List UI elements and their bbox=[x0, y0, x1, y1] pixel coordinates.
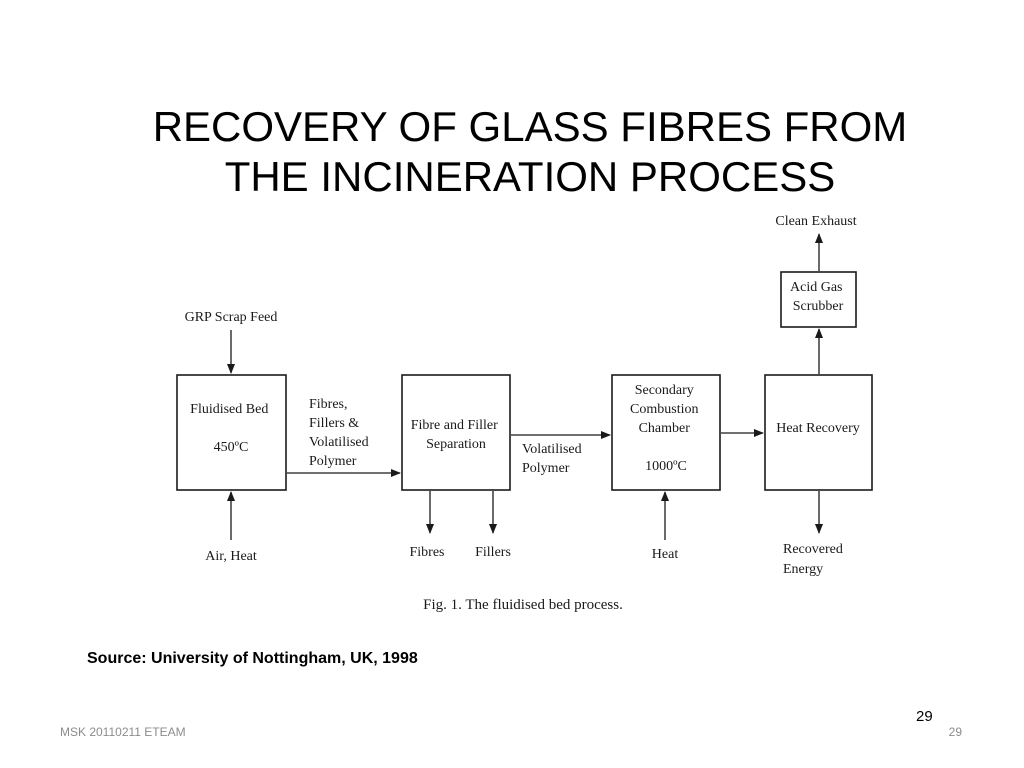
slide-number: 29 bbox=[916, 708, 933, 725]
heat-recovery-box bbox=[764, 374, 873, 491]
footer-page-number: 29 bbox=[948, 725, 962, 739]
title-line-2: THE INCINERATION PROCESS bbox=[224, 153, 836, 201]
acid-gas-scrubber-label: Acid Gas Scrubber bbox=[790, 280, 846, 314]
source-citation: Source: University of Nottingham, UK, 19… bbox=[87, 650, 418, 667]
fluidised-bed-box bbox=[176, 374, 287, 491]
figure-caption: Fig. 1. The fluidised bed process. bbox=[423, 597, 623, 613]
fluidised-bed-label: Fluidised Bed 450ºC bbox=[190, 402, 272, 455]
separation-box bbox=[401, 374, 511, 491]
combustion-chamber-box bbox=[611, 374, 721, 491]
acid-gas-scrubber-box bbox=[780, 271, 857, 328]
fibres-label: Fibres bbox=[410, 545, 445, 560]
scrap-feed-label: GRP Scrap Feed bbox=[185, 310, 278, 325]
title-line-1: RECOVERY OF GLASS FIBRES FROM bbox=[152, 103, 908, 151]
bed-output-label: Fibres, Fillers & Volatilised Polymer bbox=[309, 397, 372, 469]
heat-label: Heat bbox=[652, 547, 679, 562]
recovered-energy-label: Recovered Energy bbox=[783, 542, 846, 577]
combustion-chamber-label: Secondary Combustion Chamber 1000ºC bbox=[630, 383, 702, 474]
heat-recovery-label: Heat Recovery bbox=[776, 421, 860, 436]
air-heat-label: Air, Heat bbox=[205, 549, 257, 564]
footer-left-text: MSK 20110211 ETEAM bbox=[60, 725, 186, 739]
clean-exhaust-label: Clean Exhaust bbox=[775, 214, 856, 229]
fillers-label: Fillers bbox=[475, 545, 511, 560]
separation-label: Fibre and Filler Separation bbox=[411, 418, 502, 452]
slide-title: RECOVERY OF GLASS FIBRES FROM THE INCINE… bbox=[90, 102, 970, 202]
volatilised-polymer-label: Volatilised Polymer bbox=[522, 442, 585, 476]
